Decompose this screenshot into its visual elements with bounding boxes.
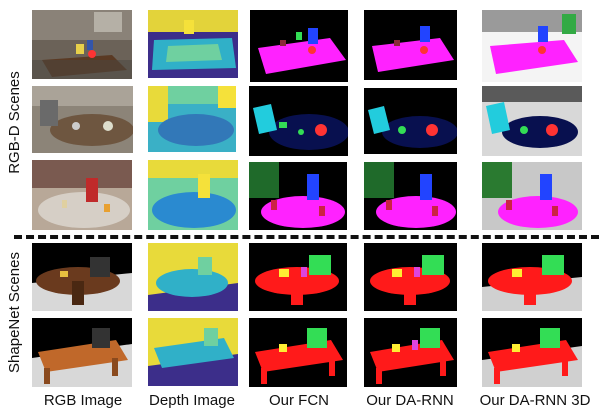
tile-r4-da-rnn	[364, 243, 457, 311]
row-group-label-rgbd: RGB-D Scenes	[0, 10, 28, 235]
tile-r2-depth-image	[148, 86, 236, 152]
col-label-our-fcn: Our FCN	[269, 392, 329, 409]
tile-r4-da-rnn-3d	[482, 243, 582, 311]
group-divider	[14, 235, 599, 239]
tile-r5-depth-image	[148, 318, 238, 386]
tile-r4-fcn	[249, 243, 347, 311]
tile-r1-da-rnn	[364, 10, 457, 80]
tile-r2-da-rnn-3d	[482, 86, 582, 156]
tile-r5-fcn	[249, 318, 347, 387]
tile-r3-rgb-image	[32, 160, 132, 230]
tile-r5-da-rnn	[364, 318, 457, 387]
row-group-label-shapenet: ShapeNet Scenes	[0, 240, 28, 385]
tile-r3-fcn	[249, 162, 347, 230]
tile-r1-fcn	[250, 10, 348, 82]
col-label-our-da-rnn: Our DA-RNN	[366, 392, 454, 409]
tile-r4-depth-image	[148, 243, 238, 311]
tile-r2-da-rnn	[364, 88, 457, 154]
col-label-depth-image: Depth Image	[149, 392, 235, 409]
tile-r4-rgb-image	[32, 243, 132, 311]
tile-r3-depth-image	[148, 160, 238, 230]
col-label-rgb-image: RGB Image	[43, 392, 123, 409]
row-group-label-rgbd-text: RGB-D Scenes	[5, 71, 23, 174]
tile-r5-da-rnn-3d	[482, 318, 582, 387]
tile-r1-rgb-image	[32, 10, 132, 79]
tile-r5-rgb-image	[32, 318, 132, 387]
tile-r3-da-rnn	[364, 162, 457, 230]
tile-r2-fcn	[249, 86, 348, 156]
tile-r2-rgb-image	[32, 86, 133, 153]
tile-r3-da-rnn-3d	[482, 162, 582, 230]
row-group-label-shapenet-text: ShapeNet Scenes	[5, 252, 23, 373]
col-label-our-da-rnn-3d: Our DA-RNN 3D	[479, 392, 591, 409]
tile-r1-depth-image	[148, 10, 238, 78]
tile-r1-da-rnn-3d	[482, 10, 582, 82]
